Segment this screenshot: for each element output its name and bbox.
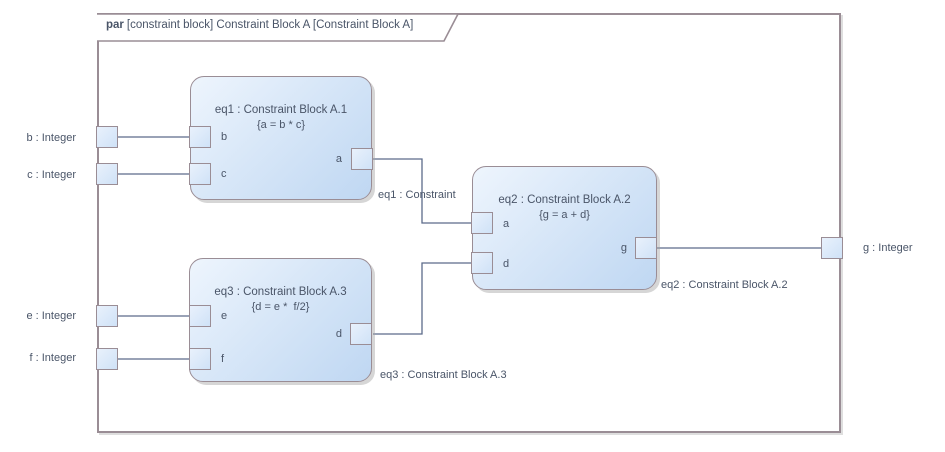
block-constraint-eq1: {a = b * c}	[256, 119, 305, 131]
constraint-block-eq3[interactable]: eq3 : Constraint Block A.3 {d = e * f/2}	[189, 258, 372, 382]
port-label-eq1-a: a	[335, 153, 342, 165]
frame-title-tab	[97, 13, 460, 42]
port-label-eq3-d: d	[335, 328, 342, 340]
block-constraint-eq2: {g = a + d}	[539, 209, 590, 221]
block-title-eq1: eq1 : Constraint Block A.1	[214, 104, 348, 116]
port-eq1-c[interactable]	[189, 163, 211, 185]
constraint-block-eq2[interactable]: eq2 : Constraint Block A.2 {g = a + d}	[472, 166, 657, 290]
frame-port-g[interactable]	[821, 237, 843, 259]
connector-label-eq1: eq1 : Constraint	[378, 189, 456, 201]
port-label-eq1-b: b	[221, 131, 228, 143]
constraint-block-eq1[interactable]: eq1 : Constraint Block A.1 {a = b * c}	[190, 76, 372, 200]
port-label-eq2-g: g	[620, 242, 627, 254]
connector-label-eq2: eq2 : Constraint Block A.2	[661, 279, 788, 291]
port-label-eq3-e: e	[221, 310, 228, 322]
block-constraint-eq3: {d = e * f/2}	[251, 301, 310, 313]
block-title-eq2: eq2 : Constraint Block A.2	[498, 194, 631, 206]
connector-label-eq3: eq3 : Constraint Block A.3	[380, 369, 507, 381]
pin-label-c: c : Integer	[27, 169, 76, 181]
pin-label-e: e : Integer	[26, 310, 76, 322]
port-eq3-d[interactable]	[350, 323, 372, 345]
frame-keyword: par	[106, 19, 124, 31]
pin-label-f: f : Integer	[29, 352, 76, 364]
port-eq1-a[interactable]	[351, 148, 373, 170]
port-eq2-d[interactable]	[471, 252, 493, 274]
connector-eq3-to-eq2[interactable]	[373, 262, 472, 335]
port-label-eq2-a: a	[503, 218, 510, 230]
pin-label-g: g : Integer	[863, 242, 913, 254]
frame-port-e[interactable]	[96, 305, 118, 327]
port-eq1-b[interactable]	[189, 126, 211, 148]
port-label-eq1-c: c	[221, 168, 227, 180]
pin-label-b: b : Integer	[26, 132, 76, 144]
port-label-eq3-f: f	[221, 353, 225, 365]
port-eq3-f[interactable]	[189, 348, 211, 370]
frame-port-c[interactable]	[96, 163, 118, 185]
port-eq2-g[interactable]	[635, 237, 657, 259]
port-eq3-e[interactable]	[189, 305, 211, 327]
frame-port-b[interactable]	[96, 126, 118, 148]
port-eq2-a[interactable]	[471, 212, 493, 234]
block-title-eq3: eq3 : Constraint Block A.3	[214, 286, 347, 298]
frame-title-text: [constraint block] Constraint Block A [C…	[126, 19, 414, 31]
frame-port-f[interactable]	[96, 348, 118, 370]
port-label-eq2-d: d	[503, 258, 510, 270]
connector-eq1-to-eq2[interactable]	[373, 158, 472, 224]
frame-title: par[constraint block] Constraint Block A…	[106, 19, 413, 31]
diagram-frame	[97, 13, 841, 433]
